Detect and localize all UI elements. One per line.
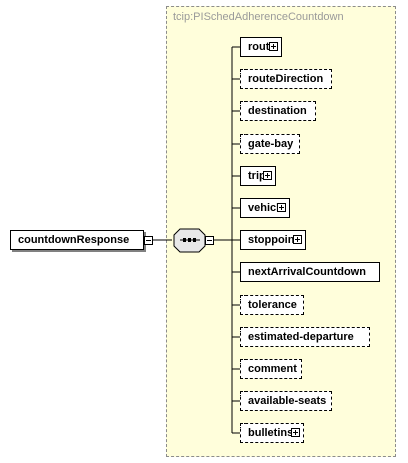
expand-icon[interactable]: [269, 42, 278, 51]
element-label: bulletins: [248, 427, 294, 439]
element-label: route: [248, 41, 276, 53]
compositor-collapse-icon[interactable]: [205, 236, 214, 245]
element-tolerance[interactable]: tolerance: [240, 295, 304, 315]
element-stoppoint[interactable]: stoppoint: [240, 230, 306, 250]
child-branches: [232, 46, 240, 434]
element-available-seats[interactable]: available-seats: [240, 391, 332, 411]
element-label: available-seats: [248, 395, 327, 407]
sequence-icon: [180, 238, 200, 242]
element-estimated-departure[interactable]: estimated-departure: [240, 327, 370, 347]
element-gate-bay[interactable]: gate-bay: [240, 134, 300, 154]
element-comment[interactable]: comment: [240, 359, 302, 379]
optional-marker: [240, 359, 245, 364]
root-element-countdownresponse[interactable]: countdownResponse: [10, 230, 144, 250]
element-label: stoppoint: [248, 234, 299, 246]
expand-icon[interactable]: [263, 171, 272, 180]
optional-marker: [240, 295, 245, 300]
optional-marker: [240, 423, 245, 428]
root-element-label: countdownResponse: [18, 234, 130, 246]
optional-marker: [240, 391, 245, 396]
complex-type-title: tcip:PISchedAdherenceCountdown: [173, 11, 344, 23]
element-label: trip: [248, 170, 266, 182]
expand-icon[interactable]: [277, 203, 286, 212]
element-label: vehicle: [248, 202, 286, 214]
element-destination[interactable]: destination: [240, 101, 316, 121]
element-label: estimated-departure: [248, 331, 354, 343]
element-label: routeDirection: [248, 73, 324, 85]
element-label: nextArrivalCountdown: [248, 266, 366, 278]
expand-icon[interactable]: [293, 235, 302, 244]
element-routedirection[interactable]: routeDirection: [240, 69, 332, 89]
element-label: gate-bay: [248, 138, 294, 150]
optional-marker: [240, 134, 245, 139]
element-bulletins[interactable]: bulletins: [240, 423, 304, 443]
element-nextarrivalcountdown[interactable]: nextArrivalCountdown: [240, 262, 380, 282]
optional-marker: [240, 69, 245, 74]
element-label: destination: [248, 105, 307, 117]
expand-icon[interactable]: [291, 428, 300, 437]
element-label: tolerance: [248, 299, 297, 311]
optional-marker: [240, 327, 245, 332]
element-label: comment: [248, 363, 297, 375]
collapse-icon[interactable]: [144, 236, 153, 245]
optional-marker: [240, 101, 245, 106]
